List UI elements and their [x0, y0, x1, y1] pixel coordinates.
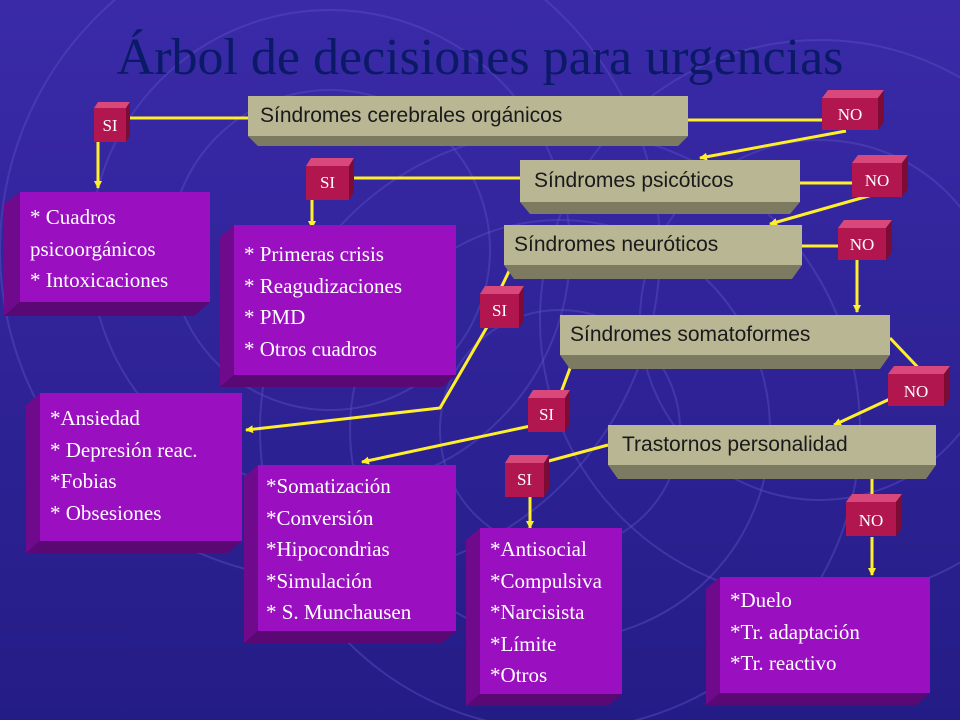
outcome-psicoticos: * Primeras crisis * Reagudizaciones * PM… — [220, 225, 456, 389]
outcome-line: *Compulsiva — [490, 568, 603, 593]
tag-si-3-label: SI — [491, 301, 508, 320]
outcome-line: * Reagudizaciones — [244, 273, 403, 298]
condition-cerebrales-shape — [248, 96, 688, 146]
tag-si-5: SI — [505, 455, 549, 499]
outcome-psicoorganicos-text: * Cuadros psicoorgánicos * Intoxicacione… — [30, 202, 168, 297]
outcome-line: * PMD — [244, 305, 306, 329]
connector-no1-psicoticos — [699, 129, 847, 161]
condition-personalidad-shape — [608, 425, 936, 479]
condition-somatoformes: Síndromes somatoformes — [560, 315, 890, 371]
tag-no-2-label: NO — [864, 171, 890, 190]
tag-no-2-shape — [852, 155, 908, 197]
outcome-somatoformes-shape — [244, 465, 456, 643]
condition-personalidad-label: Trastornos personalidad — [622, 433, 848, 456]
tag-si-1-shape — [94, 102, 130, 142]
condition-neuroticos-shape — [504, 225, 802, 279]
outcome-line: *Conversión — [266, 505, 374, 530]
tag-no-3-label: NO — [849, 235, 875, 254]
page-title: Árbol de decisiones para urgencias — [116, 29, 844, 86]
outcome-personalidad-shape — [466, 528, 622, 706]
outcome-line: * S. Munchausen — [266, 600, 412, 624]
tag-si-4: SI — [528, 390, 570, 434]
connector-no4-personalidad — [833, 396, 893, 427]
tag-si-2: SI — [306, 158, 354, 202]
outcome-line: * Primeras crisis — [244, 242, 384, 266]
tag-no-4: NO — [888, 366, 950, 408]
connector-si4-somatizacion — [361, 422, 541, 465]
outcome-line: *Otros — [490, 663, 548, 687]
outcome-neuroticos-shape — [26, 393, 242, 553]
outcome-line: *Narcisista — [490, 600, 585, 624]
outcome-neuroticos: *Ansiedad * Depresión reac. *Fobias * Ob… — [26, 393, 242, 555]
outcome-neuroticos-text: *Ansiedad * Depresión reac. *Fobias * Ob… — [50, 403, 198, 529]
outcome-psicoorganicos: * Cuadros psicoorgánicos * Intoxicacione… — [4, 192, 210, 318]
outcome-personalidad-text: *Antisocial *Compulsiva *Narcisista *Lím… — [490, 534, 602, 692]
tag-no-5: NO — [846, 494, 902, 538]
condition-neuroticos-label: Síndromes neuróticos — [514, 233, 719, 256]
outcome-somatoformes-text: *Somatización *Conversión *Hipocondrias … — [266, 471, 411, 629]
outcome-line: *Duelo — [730, 588, 792, 612]
outcome-line: *Tr. adaptación — [730, 619, 860, 644]
outcome-otros-shape — [706, 577, 930, 705]
outcome-line: *Límite — [490, 631, 557, 656]
tag-si-4-label: SI — [538, 405, 555, 424]
condition-psicoticos: Síndromes psicóticos — [520, 160, 800, 216]
tag-si-5-shape — [505, 455, 549, 497]
outcome-otros-text: *Duelo *Tr. adaptación *Tr. reactivo — [730, 585, 860, 680]
outcome-line: *Somatización — [266, 474, 391, 498]
tag-no-5-label: NO — [858, 511, 884, 530]
tag-no-1-label: NO — [837, 105, 863, 124]
connector-no2-neuroticos — [769, 193, 873, 226]
outcome-line: *Antisocial — [490, 537, 587, 561]
tag-si-2-label: SI — [319, 173, 336, 192]
condition-neuroticos: Síndromes neuróticos — [504, 225, 802, 281]
tag-si-3-shape — [480, 286, 524, 328]
outcome-line: * Intoxicaciones — [30, 268, 169, 292]
outcome-line: * Cuadros — [30, 205, 116, 229]
outcome-psicoticos-shape — [220, 225, 456, 387]
outcome-line: *Ansiedad — [50, 406, 140, 430]
condition-cerebrales-label: Síndromes cerebrales orgánicos — [260, 104, 563, 127]
outcome-line: * Obsesiones — [50, 500, 162, 525]
tag-no-4-shape — [888, 366, 950, 406]
outcome-somatoformes: *Somatización *Conversión *Hipocondrias … — [244, 465, 456, 645]
outcome-line: *Simulación — [266, 568, 373, 593]
tag-si-3: SI — [480, 286, 524, 330]
condition-somatoformes-label: Síndromes somatoformes — [570, 323, 811, 346]
tag-si-2-shape — [306, 158, 354, 200]
condition-psicoticos-shape — [520, 160, 800, 214]
tag-no-3-shape — [838, 220, 892, 260]
outcome-line: * Otros cuadros — [244, 336, 377, 361]
tag-no-4-label: NO — [903, 382, 929, 401]
condition-personalidad: Trastornos personalidad — [608, 425, 936, 481]
outcome-line: *Hipocondrias — [266, 537, 390, 561]
connector-personalidad-si — [544, 443, 609, 464]
condition-psicoticos-label: Síndromes psicóticos — [534, 169, 734, 192]
tag-no-1: NO — [822, 90, 884, 132]
tag-si-1: SI — [94, 102, 130, 144]
tag-no-2: NO — [852, 155, 908, 199]
outcome-otros: *Duelo *Tr. adaptación *Tr. reactivo — [706, 577, 930, 707]
outcome-psicoorganicos-shape — [4, 192, 210, 316]
condition-somatoformes-shape — [560, 315, 890, 369]
outcome-line: *Fobias — [50, 469, 117, 493]
tag-si-4-shape — [528, 390, 570, 432]
outcome-psicoticos-text: * Primeras crisis * Reagudizaciones * PM… — [244, 239, 402, 365]
tag-no-5-shape — [846, 494, 902, 536]
outcome-line: psicoorgánicos — [30, 236, 156, 261]
outcome-line: * Depresión reac. — [50, 437, 198, 462]
outcome-personalidad: *Antisocial *Compulsiva *Narcisista *Lím… — [466, 528, 622, 708]
connector-si3-ansiedad — [245, 326, 489, 434]
tag-no-1-shape — [822, 90, 884, 130]
tag-si-1-label: SI — [102, 116, 118, 135]
tag-no-3: NO — [838, 220, 892, 262]
tag-si-5-label: SI — [516, 470, 533, 489]
condition-cerebrales: Síndromes cerebrales orgánicos — [248, 96, 688, 150]
outcome-line: *Tr. reactivo — [730, 651, 837, 675]
